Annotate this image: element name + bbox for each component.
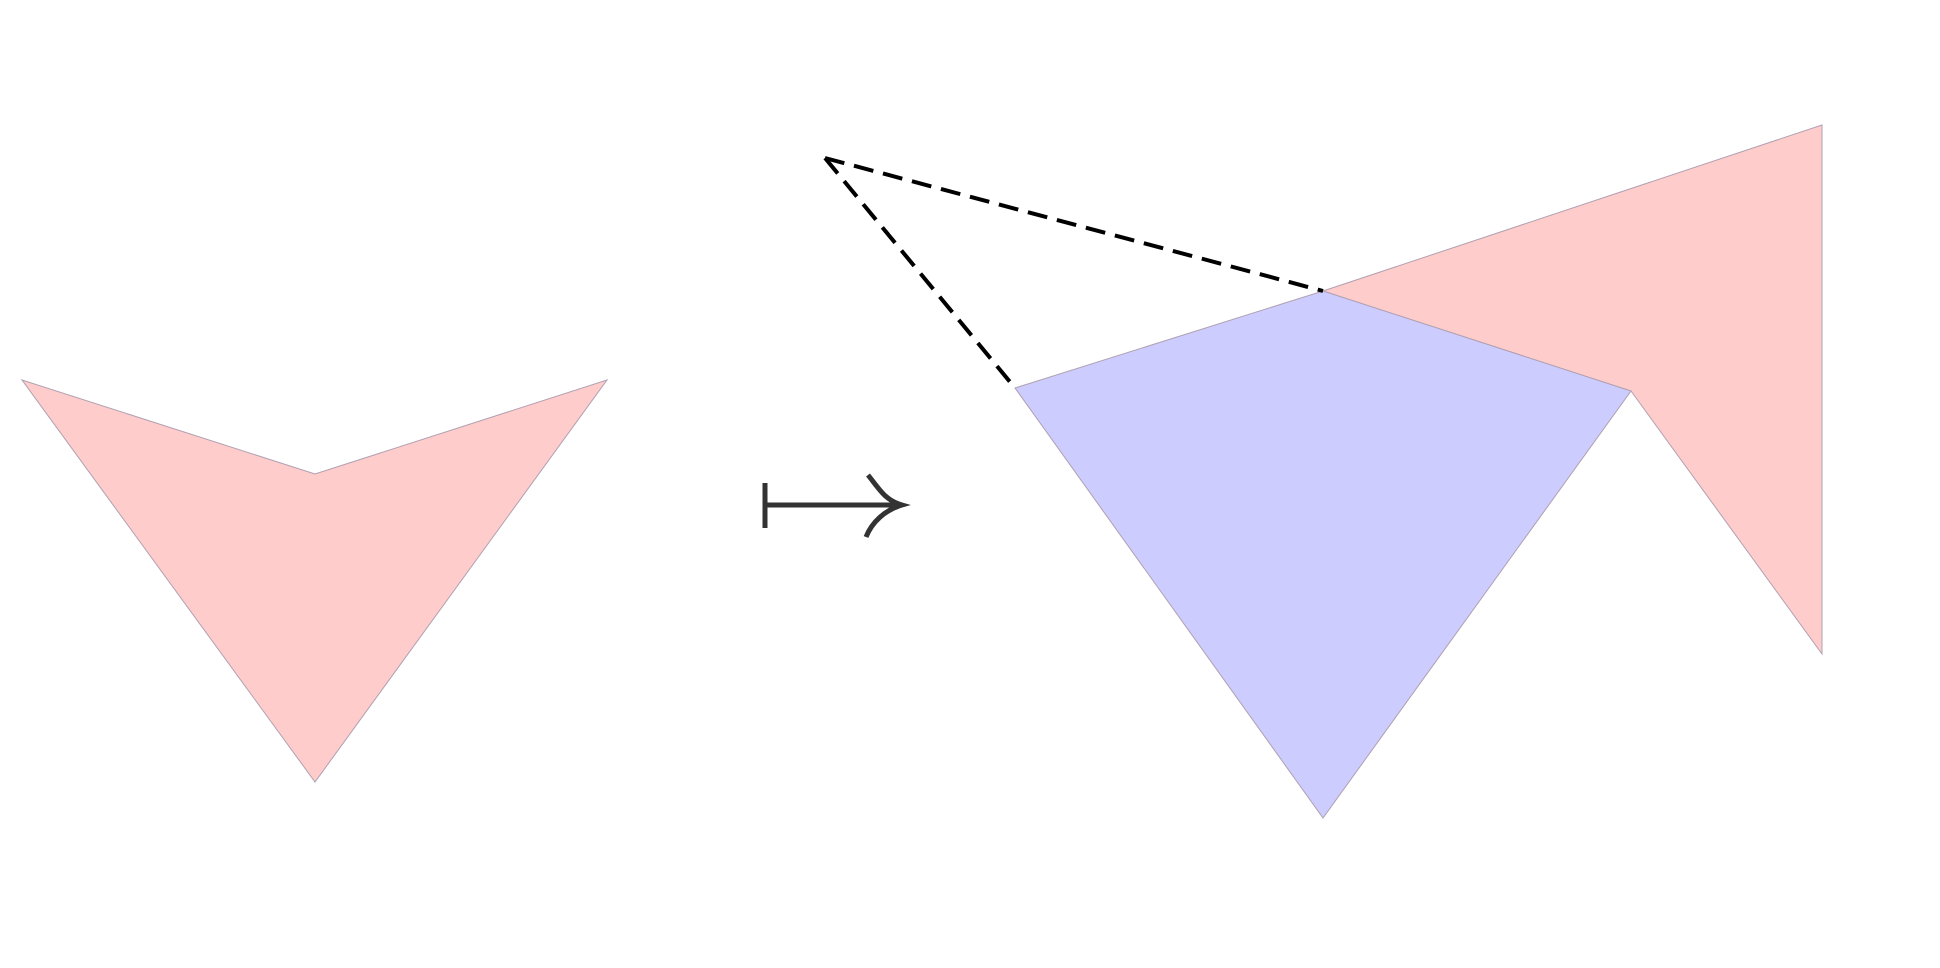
source-shape xyxy=(20,379,609,783)
dashed-projection-lines xyxy=(823,156,1324,390)
maps-to-arrow xyxy=(762,473,911,539)
image-blue-region xyxy=(1014,290,1632,819)
